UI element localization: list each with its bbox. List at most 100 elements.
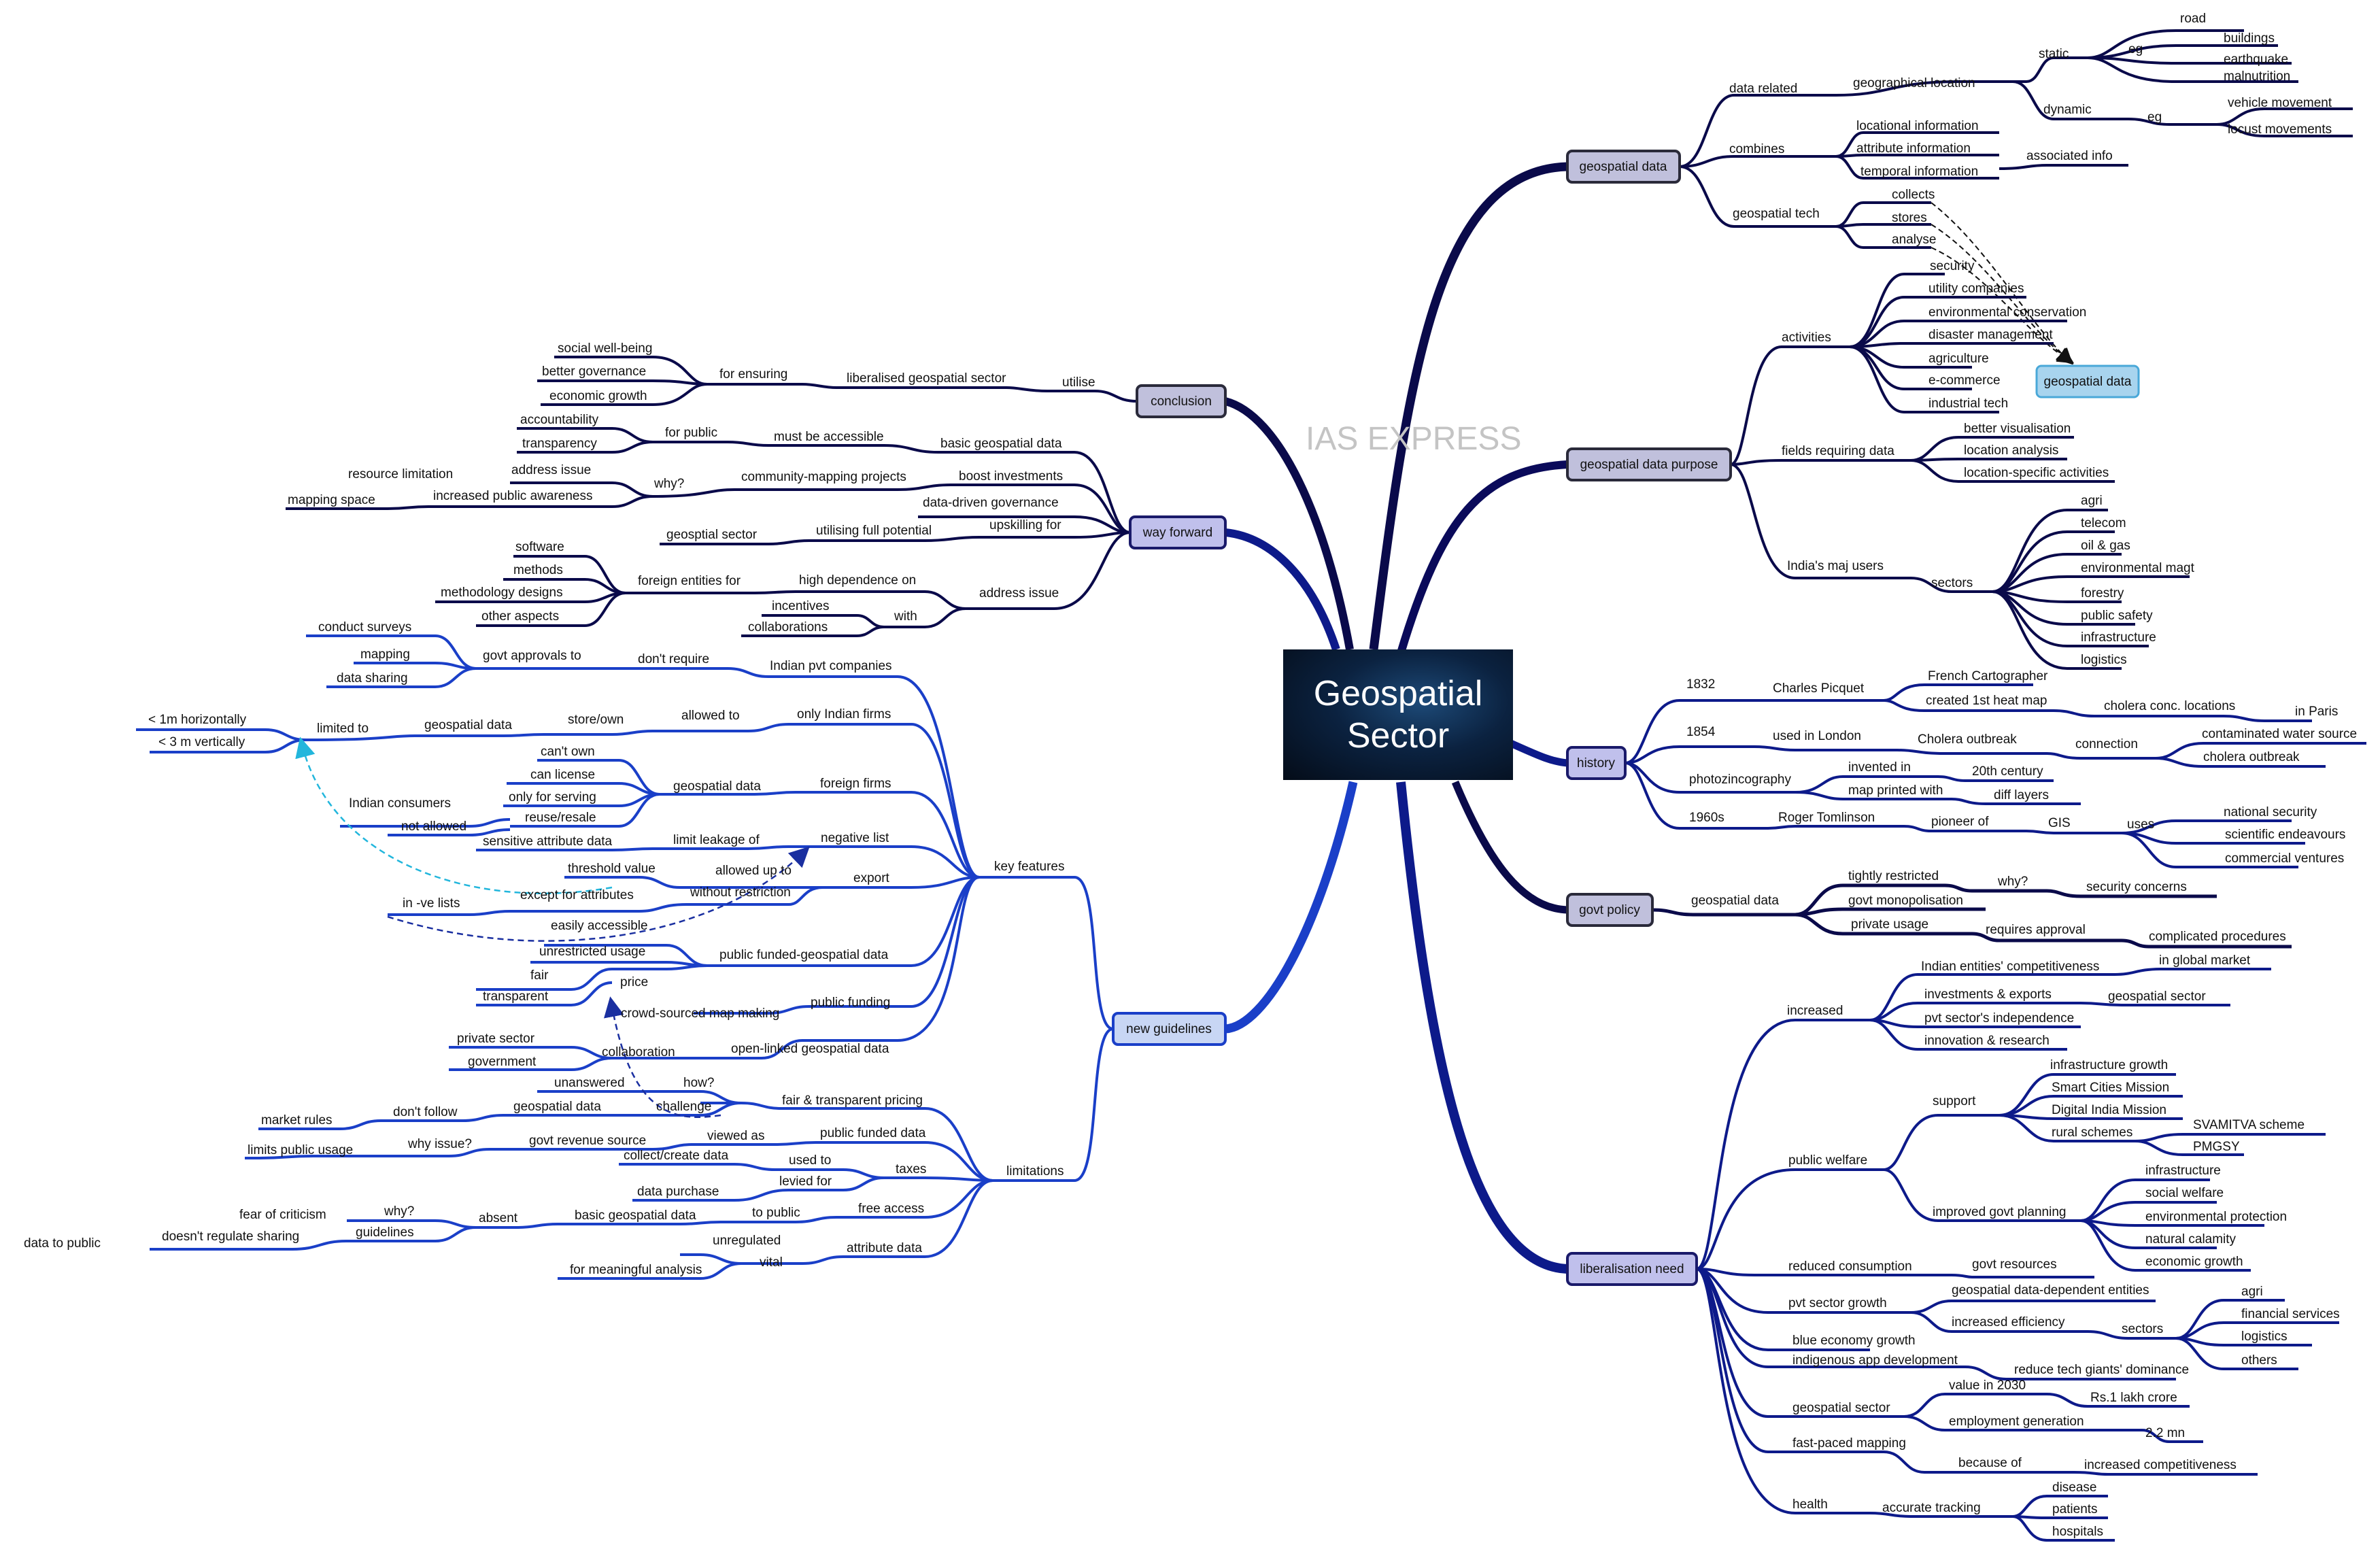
label: eg <box>2147 110 2162 124</box>
label: increased efficiency <box>1952 1315 2065 1329</box>
label: resource limitation <box>348 467 453 481</box>
label: PMGSY <box>2193 1140 2240 1154</box>
label: social well-being <box>558 341 652 356</box>
svg-text:geospatial data purpose: geospatial data purpose <box>1580 458 1718 472</box>
label: why issue? <box>407 1137 472 1151</box>
topic-liberalisation-need[interactable]: liberalisation need <box>1566 1252 1698 1286</box>
label: economic growth <box>549 389 647 403</box>
label: increased public awareness <box>433 489 592 503</box>
svg-text:govt policy: govt policy <box>1579 903 1640 917</box>
branch-new-guidelines <box>1225 781 1358 1034</box>
label: accurate tracking <box>1882 1501 1981 1515</box>
label: don't require <box>638 652 709 666</box>
label: address issue <box>979 586 1059 600</box>
topic-govt-policy[interactable]: govt policy <box>1566 893 1654 927</box>
label: hospitals <box>2052 1525 2103 1539</box>
label: unregulated <box>713 1234 781 1248</box>
topic-history[interactable]: history <box>1566 746 1627 780</box>
label: store/own <box>568 713 624 727</box>
label: geospatial data <box>424 718 512 732</box>
label: why? <box>1997 875 2028 889</box>
label: fair <box>530 968 549 983</box>
label: allowed to <box>681 709 740 723</box>
label: 20th century <box>1972 764 2043 779</box>
label: employment generation <box>1949 1414 2084 1429</box>
central-title-line2: Sector <box>1346 716 1450 756</box>
label: stores <box>1892 211 1927 225</box>
label: unanswered <box>554 1076 625 1090</box>
label: limited to <box>317 722 369 736</box>
label: invented in <box>1848 760 1911 775</box>
label: easily accessible <box>551 919 648 933</box>
label: don't follow <box>393 1105 458 1119</box>
label: infrastructure growth <box>2050 1058 2168 1072</box>
label: high dependence on <box>799 573 916 588</box>
label: industrial tech <box>1928 396 2008 411</box>
label: India's maj users <box>1787 559 1884 573</box>
label: methods <box>513 563 563 577</box>
callout-geospatial-data[interactable]: geospatial data <box>2035 364 2140 399</box>
label: open-linked geospatial data <box>731 1042 889 1056</box>
label: natural calamity <box>2145 1232 2237 1247</box>
label: geosptial sector <box>666 528 758 542</box>
label: dynamic <box>2043 103 2092 117</box>
label: data-driven governance <box>923 496 1059 510</box>
svg-text:way forward: way forward <box>1142 526 1212 540</box>
label: mapping <box>360 647 410 662</box>
label: eg <box>2128 42 2143 56</box>
label: Rs.1 lakh crore <box>2090 1391 2177 1405</box>
label: challenge <box>656 1100 711 1114</box>
label: geospatial tech <box>1733 207 1820 221</box>
label: security <box>1930 259 1975 273</box>
topic-boxes: geospatial data geospatial data purpose … <box>1112 150 2140 1286</box>
label: patients <box>2052 1502 2098 1516</box>
label: logistics <box>2241 1329 2288 1344</box>
svg-text:geospatial data: geospatial data <box>2044 375 2132 389</box>
label: telecom <box>2081 516 2126 530</box>
label: public funded-geospatial data <box>719 948 889 962</box>
label: can license <box>530 768 595 782</box>
label: blue economy growth <box>1792 1334 1916 1348</box>
topic-way-forward[interactable]: way forward <box>1129 515 1227 549</box>
label: combines <box>1729 142 1784 156</box>
label: locust movements <box>2228 122 2332 137</box>
label: liberalised geospatial sector <box>847 371 1006 386</box>
label: forestry <box>2081 586 2124 600</box>
main-branches <box>1224 162 1568 1274</box>
label: basic geospatial data <box>575 1208 696 1223</box>
label: agri <box>2241 1285 2263 1299</box>
label: support <box>1933 1094 1976 1108</box>
label: cholera outbreak <box>2203 750 2300 764</box>
label: guidelines <box>356 1225 414 1240</box>
label: transparent <box>483 989 549 1004</box>
label: foreign entities for <box>638 574 741 588</box>
label: created 1st heat map <box>1926 694 2047 708</box>
topic-geospatial-data-purpose[interactable]: geospatial data purpose <box>1566 447 1732 481</box>
label: public safety <box>2081 609 2153 623</box>
label: not allowed <box>401 819 466 834</box>
topic-geospatial-data[interactable]: geospatial data <box>1566 150 1681 184</box>
label: associated info <box>2026 149 2113 163</box>
label: attribute information <box>1856 141 1971 156</box>
label: community-mapping projects <box>741 470 906 484</box>
topic-new-guidelines[interactable]: new guidelines <box>1112 1012 1227 1046</box>
label: geospatial sector <box>2108 989 2206 1004</box>
label: Smart Cities Mission <box>2052 1081 2169 1095</box>
label: Charles Picquet <box>1773 681 1865 696</box>
label: improved govt planning <box>1933 1205 2066 1219</box>
label: except for attributes <box>520 888 634 902</box>
label: in -ve lists <box>403 896 460 911</box>
label: activities <box>1782 330 1831 345</box>
label: viewed as <box>707 1129 765 1143</box>
topic-conclusion[interactable]: conclusion <box>1136 384 1227 418</box>
label: pvt sector's independence <box>1924 1011 2074 1025</box>
label: in global market <box>2159 953 2251 968</box>
label: fields requiring data <box>1782 444 1894 458</box>
central-topic[interactable]: Geospatial Sector <box>1283 649 1513 780</box>
label: infrastructure <box>2145 1164 2221 1178</box>
label: collaboration <box>602 1045 675 1059</box>
label: value in 2030 <box>1949 1378 2026 1393</box>
label: malnutrition <box>2224 69 2290 84</box>
label: with <box>894 609 917 624</box>
label: < 3 m vertically <box>158 735 245 749</box>
